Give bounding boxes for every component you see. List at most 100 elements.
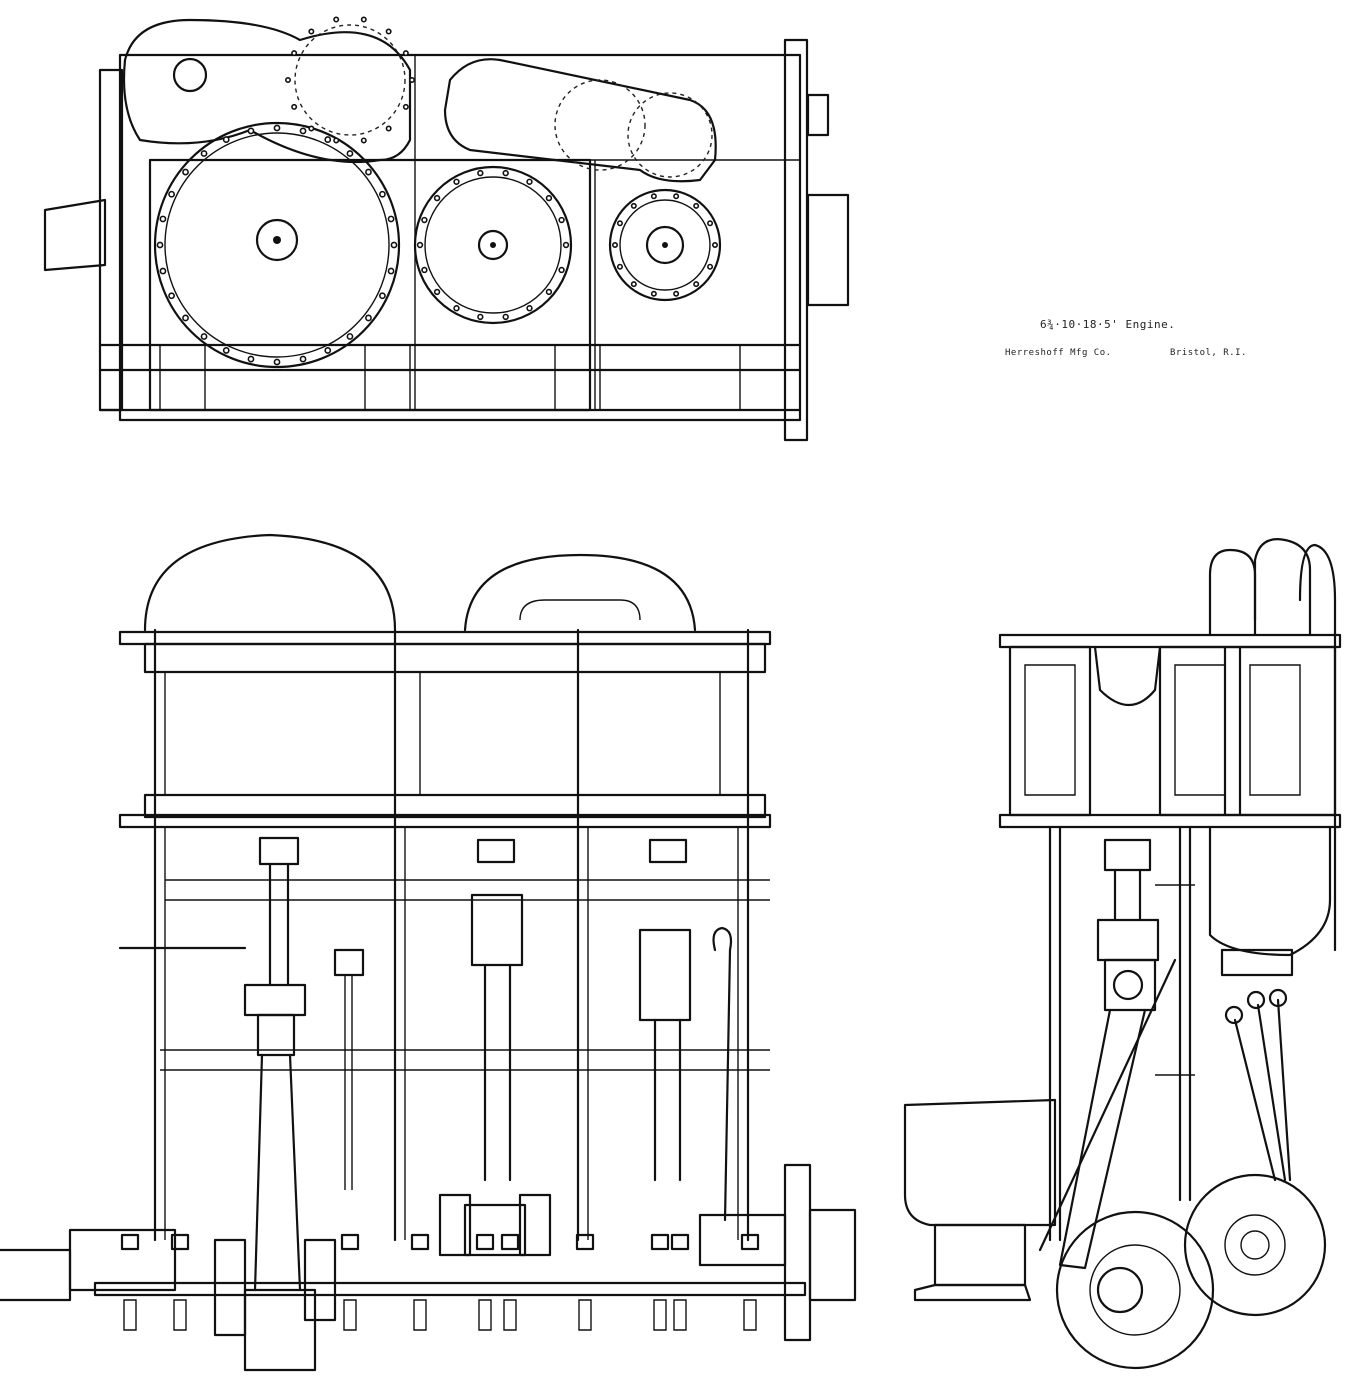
bolt [422,268,427,273]
bolt-shank [674,1300,686,1330]
bolt [564,243,569,248]
plan-bolts [157,17,717,364]
bolt [160,216,165,221]
bolt [201,334,206,339]
bolt [435,290,440,295]
nut [172,1235,188,1249]
bolt [325,348,330,353]
bolt [366,169,371,174]
bolt [386,29,390,33]
bolt [248,356,253,361]
bolt [632,204,636,208]
bolt [274,359,279,364]
nut [122,1235,138,1249]
bolt [418,243,423,248]
bolt [391,242,396,247]
bolt [388,216,393,221]
bolt [334,138,338,142]
crankshaft-nuts [122,1235,758,1330]
bolt-shank [344,1300,356,1330]
bolt [380,192,385,197]
bolt [404,51,408,55]
bolt [708,221,712,225]
caption-location: Bristol, R.I. [1170,348,1247,358]
bolt [224,348,229,353]
bolt [618,264,622,268]
front-elevation [0,535,855,1370]
nut [672,1235,688,1249]
bolt [503,314,508,319]
bolt [559,218,564,223]
bolt [347,151,352,156]
bolt-shank [504,1300,516,1330]
bolt-shank [654,1300,666,1330]
bolt [708,264,712,268]
bolt [674,292,678,296]
caption-title: 6¾·10·18·5' Engine. [1040,318,1176,331]
bolt [201,151,206,156]
bolt [224,137,229,142]
bolt [435,196,440,201]
bolt [334,17,338,21]
nut [502,1235,518,1249]
bolt [169,293,174,298]
bolt [559,268,564,273]
nut [342,1235,358,1249]
end-elevation [905,539,1340,1368]
bolt [248,128,253,133]
bolt [613,243,617,247]
bolt [454,179,459,184]
nut [477,1235,493,1249]
bolt [292,105,296,109]
bolt [527,306,532,311]
bolt [160,268,165,273]
bolt [478,314,483,319]
bolt [309,29,313,33]
bolt [478,171,483,176]
bolt [380,293,385,298]
bolt [527,179,532,184]
bolt [422,218,427,223]
bolt [386,126,390,130]
bolt [325,137,330,142]
nut [652,1235,668,1249]
bolt [362,17,366,21]
bolt-shank [174,1300,186,1330]
bolt [274,125,279,130]
bolt [183,169,188,174]
bolt [300,128,305,133]
bolt [300,356,305,361]
bolt [388,268,393,273]
nut [577,1235,593,1249]
bolt [309,126,313,130]
bolt-shank [479,1300,491,1330]
bolt [292,51,296,55]
bolt [169,192,174,197]
bolt [366,315,371,320]
bolt [503,171,508,176]
bolt [674,194,678,198]
bolt [618,221,622,225]
bolt [410,78,414,82]
nut [412,1235,428,1249]
bolt [347,334,352,339]
bolt-shank [414,1300,426,1330]
bolt [652,194,656,198]
bolt [547,196,552,201]
caption-maker: Herreshoff Mfg Co. [1005,348,1112,358]
nut [742,1235,758,1249]
bolt [404,105,408,109]
bolt [694,204,698,208]
bolt [183,315,188,320]
plan-view [45,17,848,440]
bolt [157,242,162,247]
bolt-shank [124,1300,136,1330]
bolt [362,138,366,142]
bolt [694,282,698,286]
bolt [632,282,636,286]
bolt-shank [744,1300,756,1330]
bolt [286,78,290,82]
bolt [652,292,656,296]
bolt [713,243,717,247]
